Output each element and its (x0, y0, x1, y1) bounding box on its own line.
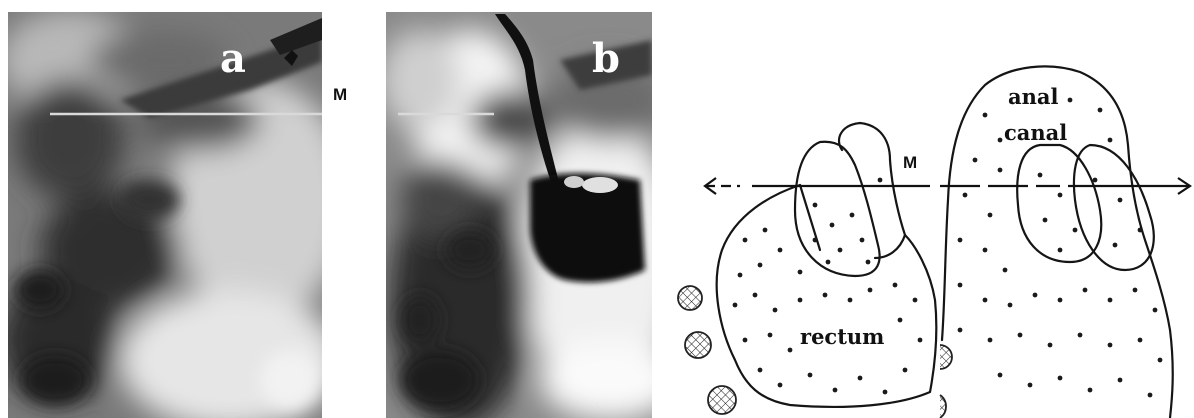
panel-b-label: b (592, 35, 620, 82)
xray-panel-a (0, 10, 350, 418)
xray-panel-b (380, 12, 680, 418)
anorectal-sketch: M anal canal rectum (678, 66, 1190, 418)
anal-canal-label-line2: canal (1004, 120, 1067, 145)
sketch-midline-label: M (903, 153, 917, 172)
anal-canal-label-line1: anal (1008, 84, 1058, 109)
rectum-label: rectum (800, 324, 884, 349)
stipple-dots-left (733, 178, 923, 395)
midline-label-xray: M (333, 85, 347, 104)
panel-a-label: a (220, 35, 246, 82)
